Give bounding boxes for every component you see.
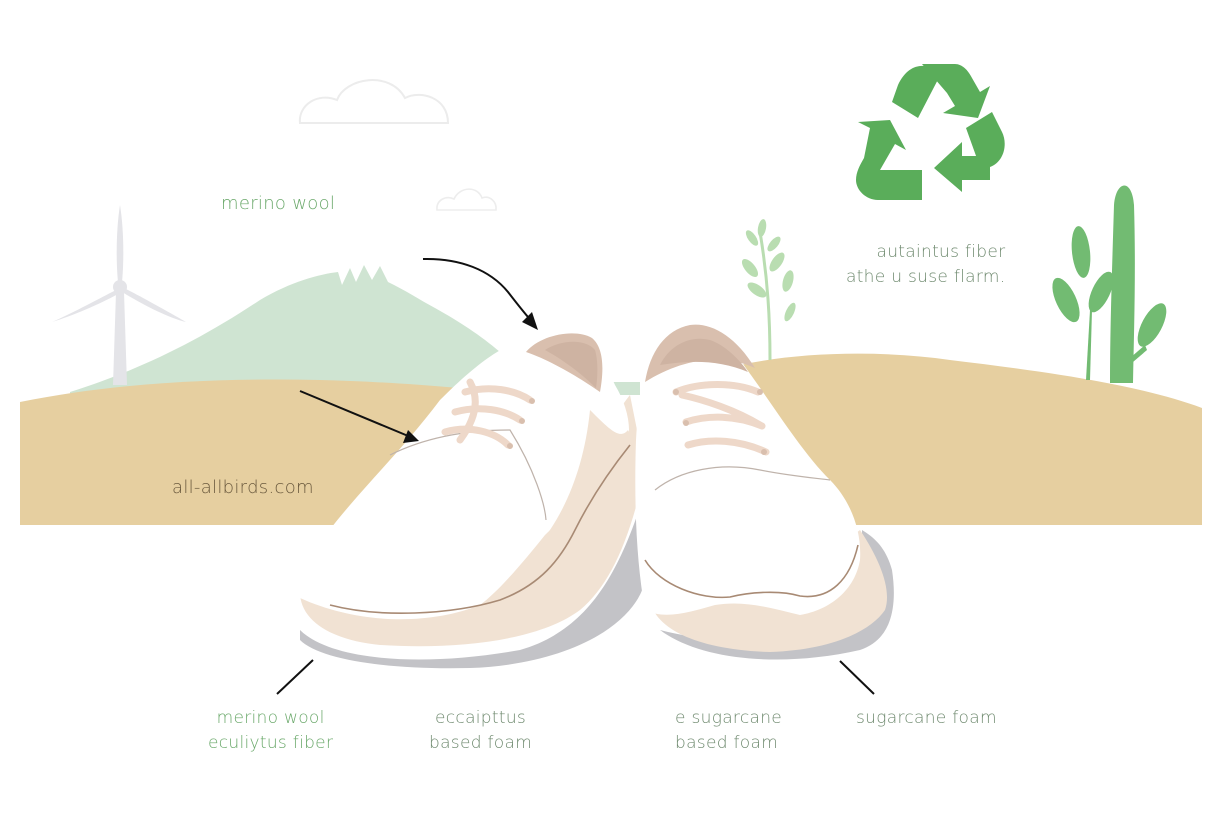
sand-hill-right: [740, 353, 1202, 525]
recycle-icon: [856, 64, 1005, 200]
url-label: all-allbirds.com: [172, 477, 314, 498]
label-fiber-description: autaintus fiber athe u suse flarm.: [846, 240, 1005, 290]
label-merino-wool-top: merino wool: [221, 193, 336, 214]
cloud-icon: [436, 188, 497, 211]
label-line-2: athe u suse flarm.: [846, 267, 1006, 287]
label-line-2: based foam: [429, 733, 533, 753]
label-line-1: autaintus fiber: [876, 242, 1006, 262]
label-bottom-sugarcane-foam: sugarcane foam: [856, 708, 997, 728]
label-line-1: e sugarcane: [675, 708, 783, 728]
wind-turbine-icon: [52, 205, 186, 385]
label-bottom-merino-eucalyptus: merino wool eculiytus fiber: [208, 706, 333, 756]
sprout-icon: [741, 219, 796, 361]
label-bottom-sugarcane-based: e sugarcane based foam: [675, 706, 782, 756]
cloud-icon: [298, 79, 450, 124]
label-bottom-eucalyptus-foam: eccaipttus based foam: [429, 706, 532, 756]
sneaker-icon-right: [635, 324, 888, 652]
shoe-shadow: [300, 495, 894, 669]
cactus-icon: [1052, 185, 1167, 383]
label-line-1: merino wool: [216, 708, 325, 728]
arrowhead: [403, 312, 538, 443]
sneaker-icon-left: [299, 333, 645, 647]
label-line-1: eccaipttus: [435, 708, 527, 728]
label-line-2: eculiytus fiber: [208, 733, 334, 753]
label-line-2: based foam: [675, 733, 779, 753]
leader-line: [276, 659, 875, 695]
arrow-pointer: [299, 257, 535, 439]
